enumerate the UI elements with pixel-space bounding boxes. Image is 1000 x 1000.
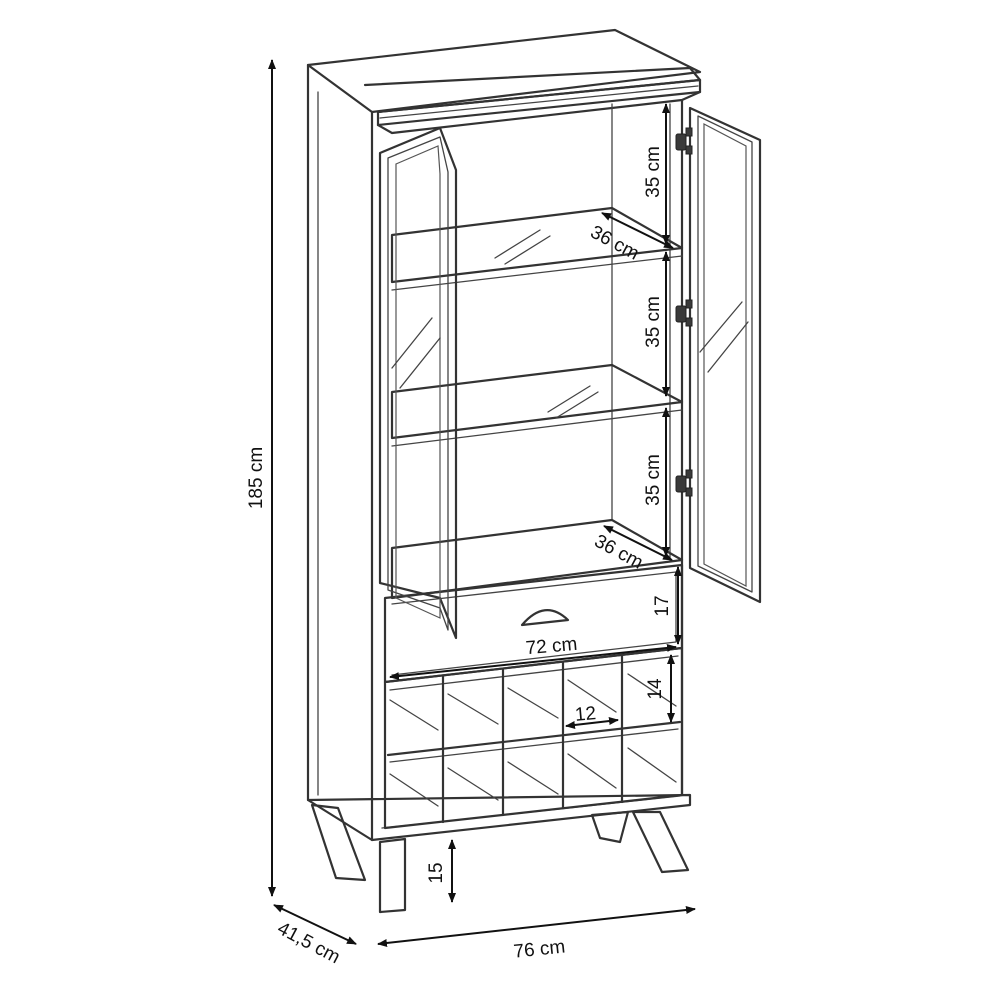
- legs: [310, 803, 690, 914]
- dim-line-depth-total: [273, 904, 357, 945]
- hinge-icon: [675, 305, 687, 323]
- label-cell-height: 14: [645, 678, 666, 700]
- label-inner-width: 72 cm: [525, 634, 578, 659]
- dim-line-inner-width: [389, 643, 677, 681]
- hinge-icon: [675, 133, 687, 151]
- hinge-icon: [685, 317, 693, 327]
- dim-line-shelf-depth-top: [601, 212, 674, 249]
- hinges: [675, 127, 693, 497]
- hinge-icon: [685, 469, 693, 479]
- hinge-icon: [685, 145, 693, 155]
- wine-rack: [383, 646, 684, 830]
- label-shelf-gap-1: 35 cm: [643, 146, 664, 198]
- label-leg-height: 15: [426, 862, 447, 883]
- left-door: [378, 126, 458, 640]
- hinge-icon: [685, 487, 693, 497]
- label-height-total: 185 cm: [246, 447, 267, 509]
- label-cell-width: 12: [574, 703, 597, 726]
- label-drawer-height: 17: [652, 595, 673, 616]
- shelves: [390, 206, 684, 600]
- label-shelf-depth-bottom: 36 cm: [591, 531, 647, 574]
- right-door: [688, 106, 762, 604]
- dimension-lines: [268, 59, 696, 947]
- hinge-icon: [685, 127, 693, 137]
- dimension-labels: 185 cm 35 cm 35 cm 35 cm 36 cm 36 cm 17 …: [246, 146, 673, 968]
- dim-line-cell-width: [565, 717, 619, 729]
- label-width-total: 76 cm: [513, 936, 567, 962]
- drawer-handle: [520, 609, 570, 627]
- label-shelf-gap-3: 35 cm: [643, 454, 664, 506]
- dim-line-shelf-depth-bottom: [603, 525, 673, 561]
- hinge-icon: [675, 475, 687, 493]
- label-shelf-gap-2: 35 cm: [643, 296, 664, 348]
- hinge-icon: [685, 299, 693, 309]
- dim-line-width-total: [377, 906, 696, 947]
- label-depth-total: 41,5 cm: [274, 918, 344, 968]
